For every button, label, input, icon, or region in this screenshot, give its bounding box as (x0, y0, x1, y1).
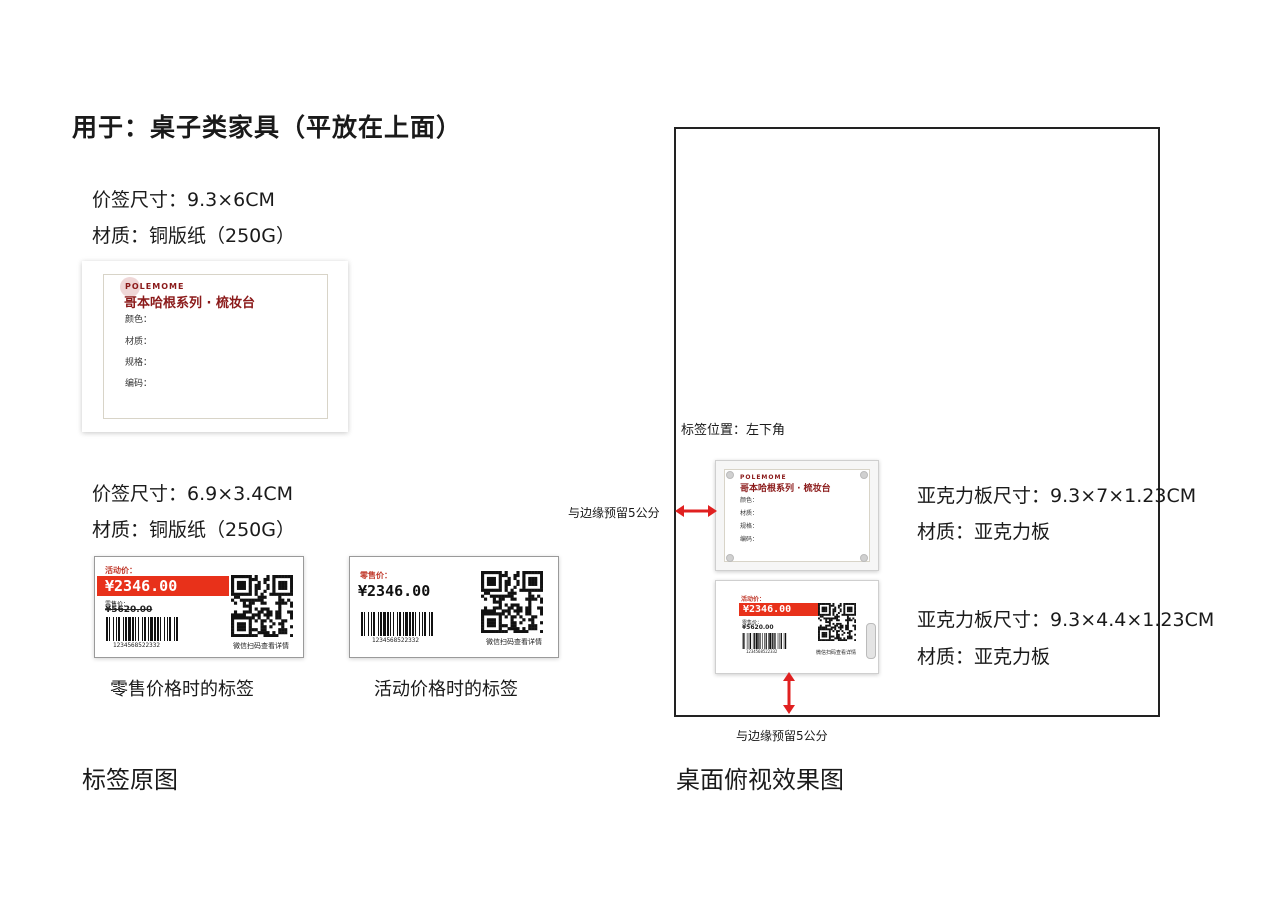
acrylic-material-spec-1: 材质：亚克力板 (917, 521, 1051, 543)
product-name: 哥本哈根系列 · 梳妆台 (124, 296, 255, 311)
retail-tag-title: 零售价： (360, 571, 392, 580)
retail-price-title: 零售价： (105, 601, 130, 608)
label-size-spec-2: 价签尺寸：6.9×3.4CM (92, 483, 294, 505)
product-label-frame (103, 274, 328, 419)
label-position-note: 标签位置：左下角 (681, 423, 786, 438)
retail-price: ¥5620.00 (742, 624, 774, 631)
label-size-spec-1: 价签尺寸：9.3×6CM (92, 189, 275, 211)
acrylic-size-spec-2: 亚克力板尺寸：9.3×4.4×1.23CM (917, 609, 1215, 631)
retail-tag-price: ¥2346.00 (358, 582, 431, 600)
acrylic-holder-large: POLEMOME 哥本哈根系列 · 梳妆台 颜色： 材质： 规格： 编码： (715, 460, 879, 571)
table-top-outline (674, 127, 1160, 717)
acrylic-material-spec-2: 材质：亚克力板 (917, 646, 1051, 668)
holder-slot (866, 623, 876, 659)
screw-icon (860, 554, 868, 562)
retail-price-tag: 零售价： ¥2346.00 1234568522332 微信扫码查看详情 (349, 556, 559, 658)
field-spec: 规格： (125, 358, 153, 368)
acrylic-label-frame (724, 469, 870, 562)
screw-icon (726, 471, 734, 479)
barcode-number: 1234568522332 (372, 637, 419, 644)
field-material: 材质： (125, 337, 153, 347)
qr-code-icon (481, 571, 543, 633)
qr-code-icon (818, 603, 856, 641)
bottom-margin-note: 与边缘预留5公分 (736, 729, 828, 743)
acrylic-size-spec-1: 亚克力板尺寸：9.3×7×1.23CM (917, 485, 1197, 507)
field-material: 材质： (740, 510, 759, 517)
promo-price-bar (739, 603, 819, 616)
brand-name: POLEMOME (125, 282, 185, 291)
retail-price: ¥5620.00 (105, 605, 153, 615)
section-title-original: 标签原图 (82, 766, 178, 794)
field-code: 编码： (740, 536, 759, 543)
scan-hint: 微信扫码查看详情 (233, 642, 289, 650)
acrylic-holder-small: 活动价： ¥2346.00 零售价： ¥5620.00 123456852233… (715, 580, 879, 674)
promo-price: ¥2346.00 (105, 577, 178, 595)
barcode-number: 1234568522332 (113, 642, 160, 649)
label-material-spec-2: 材质：铜版纸（250G） (92, 519, 295, 541)
product-label-card: POLEMOME 哥本哈根系列 · 梳妆台 颜色： 材质： 规格： 编码： (82, 261, 348, 432)
promo-price-title: 活动价： (741, 596, 766, 603)
retail-tag-caption: 活动价格时的标签 (374, 679, 518, 700)
field-color: 颜色： (740, 497, 759, 504)
barcode-icon (742, 633, 787, 649)
section-title-topview: 桌面俯视效果图 (676, 766, 844, 794)
brand-logo-dot (120, 277, 140, 297)
promo-price-title: 活动价： (105, 566, 137, 575)
screw-icon (726, 554, 734, 562)
barcode-icon (361, 612, 433, 636)
promo-price-tag: 活动价： ¥2346.00 零售价： ¥5620.00 123456852233… (94, 556, 304, 658)
vertical-arrow-icon (783, 672, 795, 714)
page-title: 用于：桌子类家具（平放在上面） (72, 113, 463, 142)
field-color: 颜色： (125, 315, 153, 325)
label-material-spec-1: 材质：铜版纸（250G） (92, 225, 295, 247)
barcode-icon (106, 617, 178, 641)
promo-tag-caption: 零售价格时的标签 (110, 679, 254, 700)
qr-code-icon (231, 575, 293, 637)
promo-price: ¥2346.00 (743, 604, 792, 615)
screw-icon (860, 471, 868, 479)
product-name: 哥本哈根系列 · 梳妆台 (740, 484, 831, 494)
barcode-number: 1234568522332 (746, 649, 778, 654)
horizontal-arrow-icon (675, 505, 717, 517)
retail-price-title: 零售价： (742, 620, 763, 626)
brand-name: POLEMOME (740, 474, 787, 481)
side-margin-note: 与边缘预留5公分 (568, 506, 660, 520)
promo-price-bar (97, 576, 229, 596)
field-code: 编码： (125, 379, 153, 389)
scan-hint: 微信扫码查看详情 (816, 650, 857, 656)
field-spec: 规格： (740, 523, 759, 530)
scan-hint: 微信扫码查看详情 (486, 638, 542, 646)
